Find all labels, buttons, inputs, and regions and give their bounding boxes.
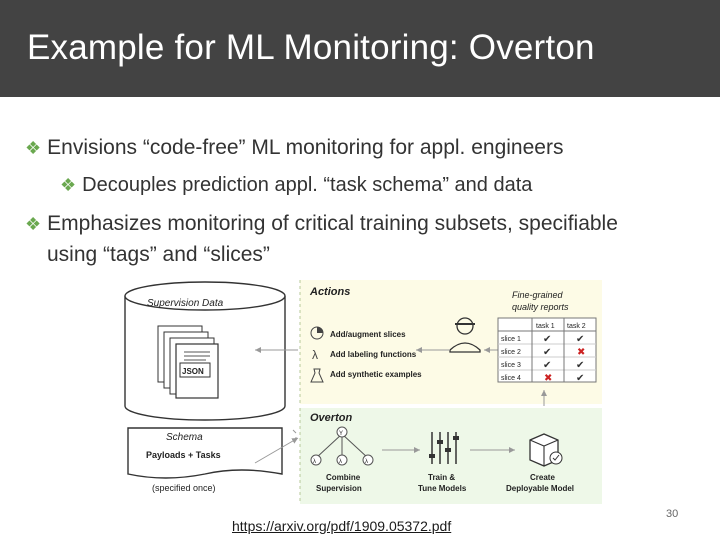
check-icon: ✔ <box>576 360 584 371</box>
create-label-2: Deployable Model <box>506 484 574 493</box>
action-synthetic-examples: Add synthetic examples <box>310 368 422 383</box>
bullet-1-text: Envisions “code-free” ML monitoring for … <box>47 136 564 159</box>
bullet-2: ❖Decouples prediction appl. “task schema… <box>60 174 532 197</box>
node-lambda-label: λ <box>339 459 342 465</box>
train-label-2: Tune Models <box>418 484 467 493</box>
overton-figure: Supervision Data JSON Schema Payloads + … <box>124 280 602 504</box>
supervision-data-label: Supervision Data <box>147 298 224 309</box>
lambda-icon: λ <box>312 348 318 362</box>
task-2-header: task 2 <box>567 323 586 330</box>
quality-title-2: quality reports <box>512 302 569 312</box>
node-y-label: Y <box>339 431 343 437</box>
title-bar: Example for ML Monitoring: Overton <box>0 0 720 97</box>
quality-report-table: task 1 task 2 slice 1 slice 2 slice 3 sl… <box>497 317 597 384</box>
train-tune-sliders-icon: Train & Tune Models <box>418 432 467 493</box>
combine-supervision-graph: Y λ λ λ Combine Supervision <box>310 426 374 493</box>
specified-once-label: (specified once) <box>152 483 216 493</box>
slice-1-label: slice 1 <box>501 336 521 343</box>
bullet-2-text: Decouples prediction appl. “task schema”… <box>82 174 533 196</box>
slice-2-label: slice 2 <box>501 349 521 356</box>
combine-label-1: Combine <box>326 473 361 482</box>
json-documents: JSON <box>157 325 219 399</box>
payloads-tasks-label: Payloads + Tasks <box>146 450 221 460</box>
create-label-1: Create <box>530 473 555 482</box>
schema-label: Schema <box>166 432 203 443</box>
node-lambda-label: λ <box>313 459 316 465</box>
actions-heading: Actions <box>309 286 350 298</box>
engineer-icon <box>449 317 481 353</box>
bullet-marker-icon: ❖ <box>60 175 77 195</box>
action-label: Add synthetic examples <box>330 370 422 379</box>
check-icon: ✔ <box>543 347 551 358</box>
check-icon: ✔ <box>543 360 551 371</box>
slice-3-label: slice 3 <box>501 362 521 369</box>
bullet-marker-icon: ❖ <box>25 214 42 234</box>
cross-icon: ✖ <box>544 373 552 384</box>
bullet-3-continuation: using “tags” and “slices” <box>47 243 270 266</box>
action-label: Add labeling functions <box>330 350 417 359</box>
check-icon: ✔ <box>576 334 584 345</box>
action-labeling-functions: λ Add labeling functions <box>312 348 417 362</box>
check-icon: ✔ <box>576 373 584 384</box>
deployable-model-icon: Create Deployable Model <box>506 433 574 493</box>
schema-arrow <box>254 437 299 464</box>
bullet-3-text: Emphasizes monitoring of critical traini… <box>47 212 618 235</box>
action-add-slices: Add/augment slices <box>310 326 406 340</box>
check-icon: ✔ <box>543 334 551 345</box>
paper-link[interactable]: https://arxiv.org/pdf/1909.05372.pdf <box>232 518 452 534</box>
quality-title-1: Fine-grained <box>512 290 564 300</box>
train-label-1: Train & <box>428 473 455 482</box>
cross-icon: ✖ <box>577 347 585 358</box>
action-label: Add/augment slices <box>330 330 406 339</box>
node-lambda-label: λ <box>365 459 368 465</box>
slide-title: Example for ML Monitoring: Overton <box>27 28 595 67</box>
bullet-marker-icon: ❖ <box>25 138 42 158</box>
page-number: 30 <box>666 508 679 520</box>
bullet-3: ❖Emphasizes monitoring of critical train… <box>25 212 618 236</box>
schema-box: Schema Payloads + Tasks (specified once) <box>127 427 283 493</box>
combine-label-2: Supervision <box>316 484 362 493</box>
json-label: JSON <box>182 367 204 376</box>
overton-heading: Overton <box>310 412 352 424</box>
slice-4-label: slice 4 <box>501 375 521 382</box>
bullet-1: ❖Envisions “code-free” ML monitoring for… <box>25 136 563 160</box>
task-1-header: task 1 <box>536 323 555 330</box>
